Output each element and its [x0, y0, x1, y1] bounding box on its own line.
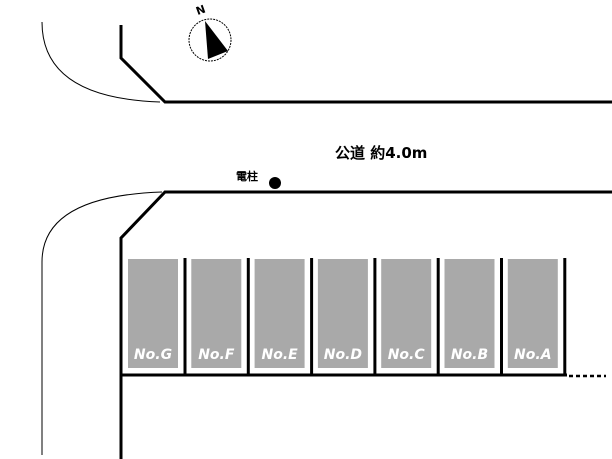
parking-space-label: No.B: [451, 347, 488, 363]
compass: N: [188, 3, 232, 62]
utility-pole-label: 電柱: [236, 169, 258, 183]
north-arrow-icon: [205, 21, 228, 59]
utility-pole-icon: [269, 177, 281, 189]
parking-space-label: No.G: [134, 347, 172, 363]
parking-space-label: No.C: [388, 347, 426, 363]
parking-space-label: No.F: [198, 347, 235, 363]
parking-lot: No.G No.F No.E No.D No.C No.B No.A: [128, 258, 567, 375]
compass-north-label: N: [194, 3, 207, 18]
parking-space: [507, 259, 558, 368]
road-south-edge: [41, 190, 612, 459]
parking-space: [191, 259, 242, 368]
road-north-edge: [41, 21, 612, 104]
road-width-label: 公道 約4.0m: [335, 144, 427, 162]
parking-space-label: No.E: [261, 347, 298, 363]
parking-space-label: No.D: [324, 347, 362, 363]
parking-space: [317, 259, 368, 368]
parking-space-label: No.A: [514, 347, 552, 363]
compass-circle: [188, 18, 232, 62]
parking-space: [254, 259, 305, 368]
parking-space: [128, 259, 178, 368]
parking-space: [444, 259, 495, 368]
parking-space: [381, 259, 432, 368]
